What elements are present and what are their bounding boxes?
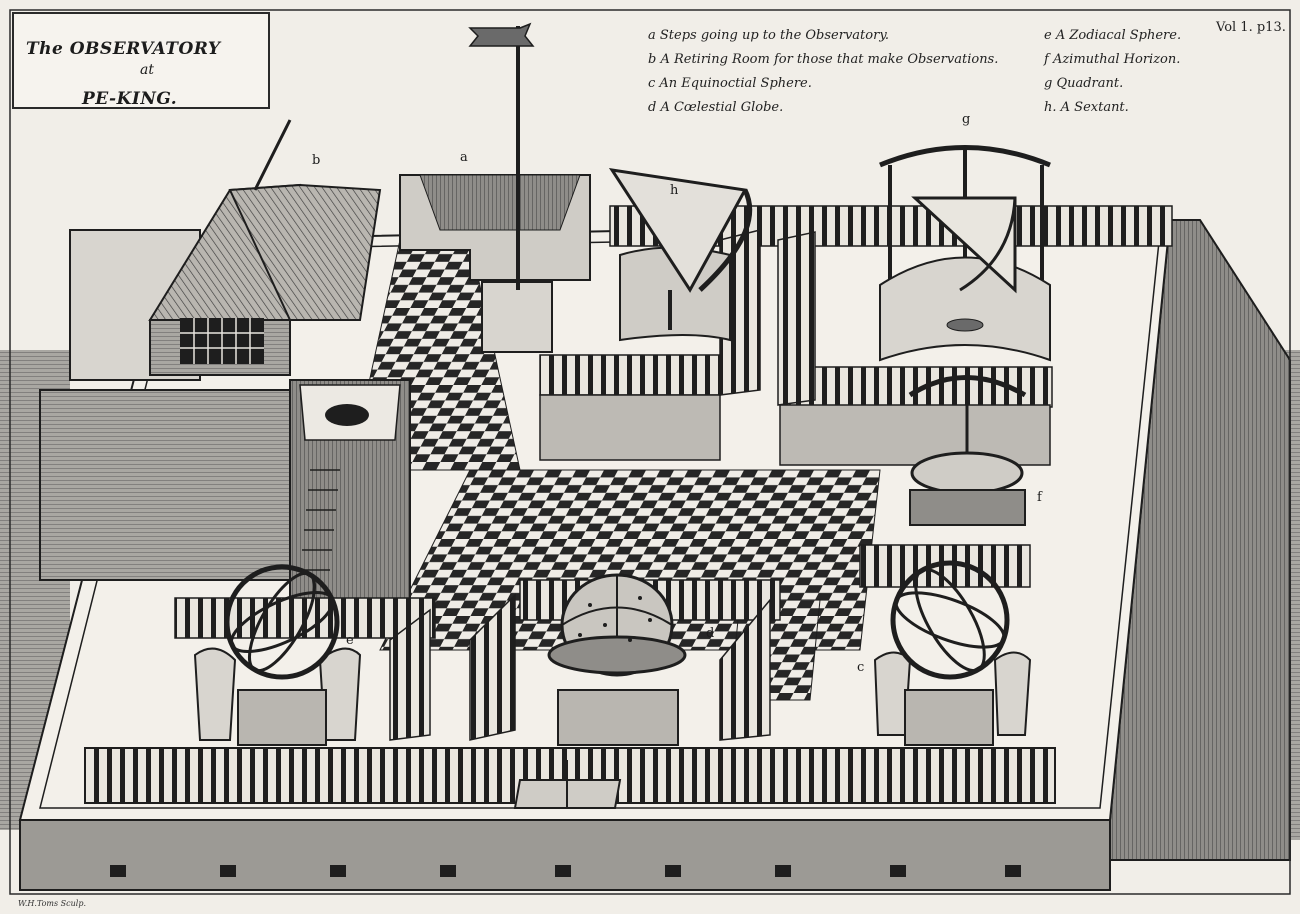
title-cartouche: The OBSERVATORY at PE-KING.	[12, 12, 270, 109]
quadrant-instrument	[879, 145, 1051, 362]
south-wall-face	[19, 819, 1111, 891]
zodiacal-sphere-instrument	[193, 564, 362, 746]
marker-d: d	[706, 626, 715, 641]
wall-openings	[110, 865, 1021, 877]
legend-item-f: f Azimuthal Horizon.	[1044, 52, 1181, 67]
sextant-instrument	[608, 168, 753, 342]
legend-item-a: a Steps going up to the Observatory.	[648, 28, 890, 43]
marker-c: c	[857, 660, 865, 675]
marker-h: h	[670, 183, 679, 198]
legend-item-g: g Quadrant.	[1044, 76, 1124, 91]
marker-e: e	[346, 633, 354, 648]
legend-item-d: d A Cœlestial Globe.	[648, 100, 784, 115]
steps	[419, 174, 581, 231]
marker-g: g	[962, 112, 971, 127]
legend-item-h: h. A Sextant.	[1044, 100, 1129, 115]
flag	[468, 22, 535, 47]
enclosure-panel-right	[779, 404, 1051, 466]
flagpole-base	[481, 281, 553, 353]
legend-item-c: c An Equinoctial Sphere.	[648, 76, 812, 91]
legend-item-b: b A Retiring Room for those that make Ob…	[648, 52, 999, 67]
azimuthal-horizon-instrument	[908, 370, 1027, 526]
marker-f: f	[1037, 490, 1042, 505]
plate-reference: Vol 1. p13.	[1216, 20, 1286, 35]
engraver-signature: W.H.Toms Sculp.	[18, 899, 86, 908]
annex-block	[39, 389, 301, 581]
enclosure-panel-left	[539, 394, 721, 461]
marker-b: b	[312, 153, 321, 168]
title-line-1: The OBSERVATORY	[26, 39, 221, 59]
fence-mid-left	[539, 354, 721, 396]
plate-border	[9, 9, 1291, 895]
well-opening	[325, 404, 369, 426]
legend-item-e: e A Zodiacal Sphere.	[1044, 28, 1182, 43]
marker-a: a	[460, 150, 468, 165]
title-line-3: PE-KING.	[82, 89, 178, 109]
celestial-globe-instrument	[547, 573, 687, 746]
stair-steps	[300, 469, 340, 571]
title-line-2: at	[140, 62, 154, 78]
equinoctial-sphere-instrument	[873, 560, 1032, 746]
